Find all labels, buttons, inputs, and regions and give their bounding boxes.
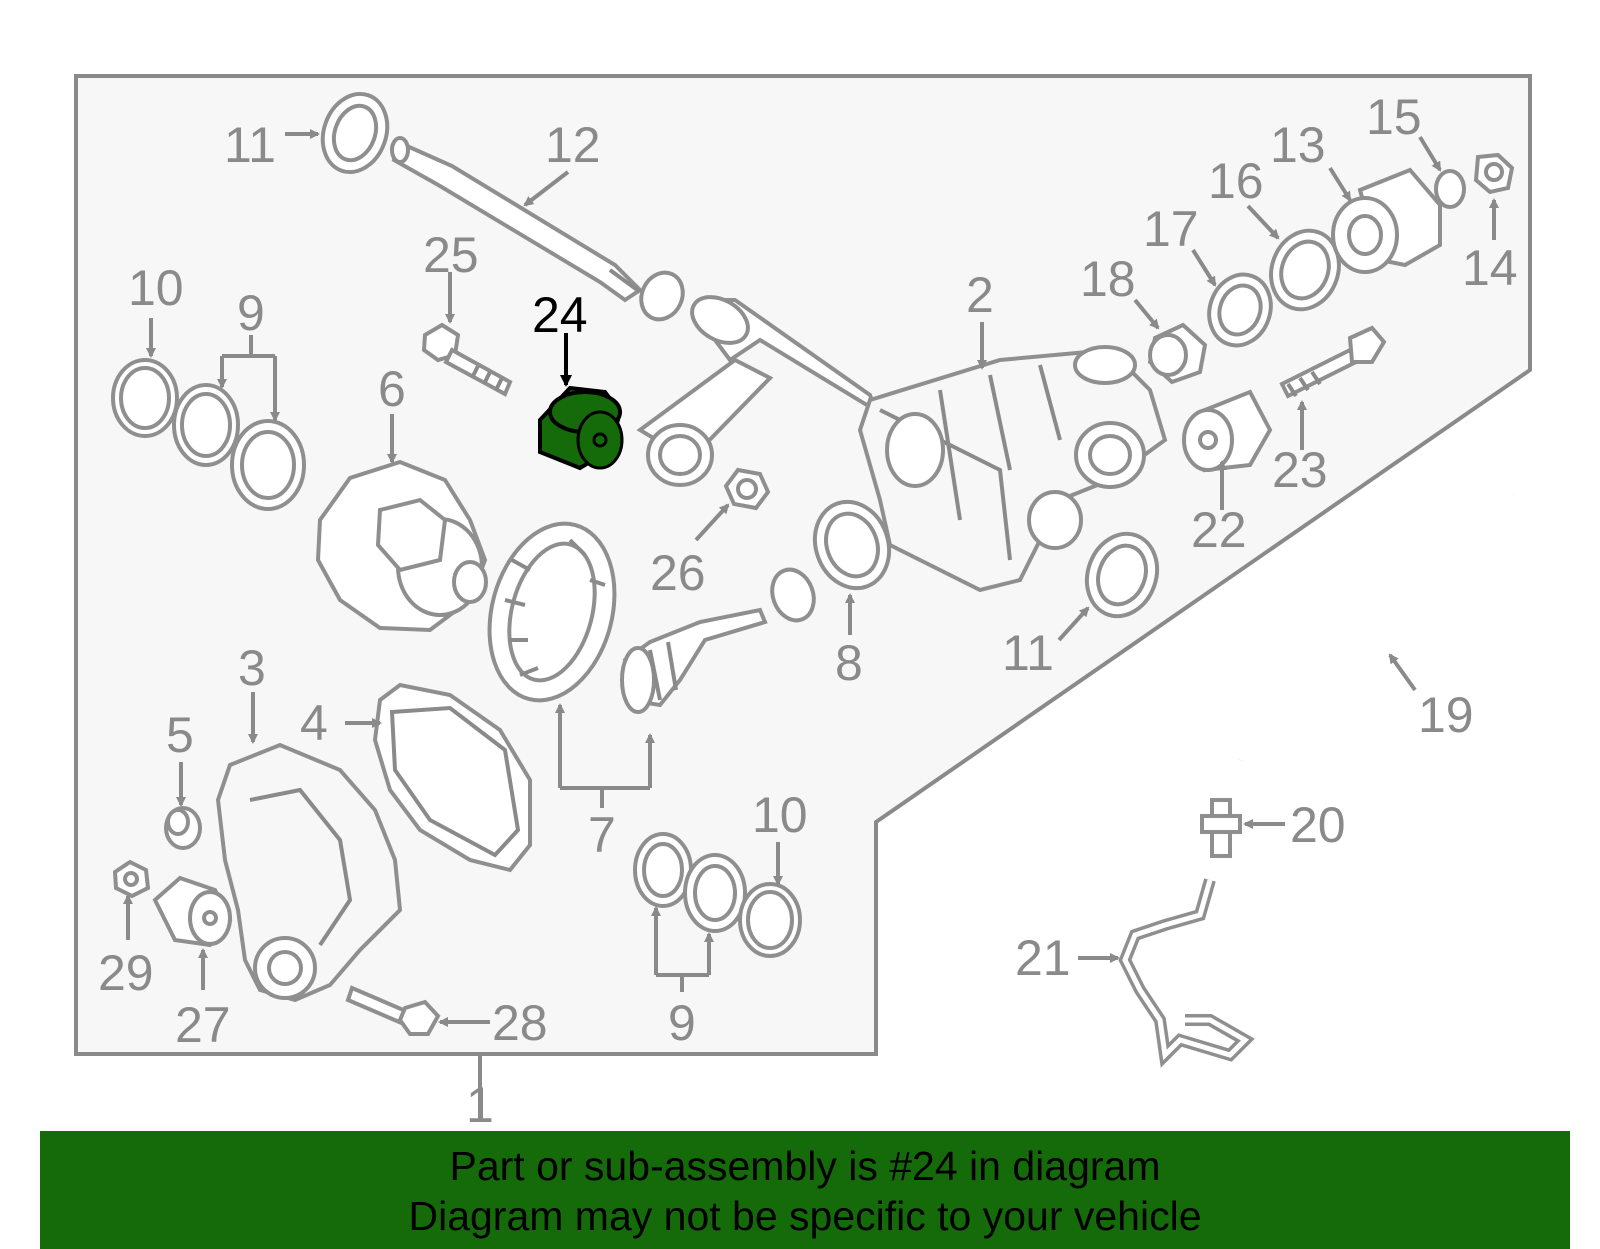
part-9-upper-bearing-outer[interactable] [172, 383, 240, 467]
callout-28[interactable]: 28 [492, 995, 548, 1051]
callout-21[interactable]: 21 [1015, 930, 1071, 986]
part-11-lower-seal[interactable] [1076, 524, 1169, 626]
part-18-bushing[interactable] [1147, 322, 1208, 385]
callout-2[interactable]: 2 [966, 267, 994, 323]
part-25-bolt[interactable] [421, 322, 513, 397]
part-26-nut[interactable] [723, 467, 771, 511]
callout-16[interactable]: 16 [1208, 153, 1264, 209]
part-11-upper-seal[interactable] [312, 85, 398, 181]
part-22-bushing[interactable] [1182, 389, 1273, 473]
callout-13[interactable]: 13 [1270, 117, 1326, 173]
part-9-lower-bearing-inner[interactable] [683, 853, 747, 933]
part-2-differential-housing[interactable] [636, 288, 1168, 593]
callout-labels: 11 12 25 24 10 9 6 2 18 17 16 13 15 14 2… [98, 89, 1518, 1133]
part-28-bolt[interactable] [345, 985, 441, 1036]
banner-line-disclaimer: Diagram may not be specific to your vehi… [408, 1193, 1202, 1239]
callout-17[interactable]: 17 [1143, 201, 1199, 257]
part-9-lower-bearing-outer[interactable] [633, 832, 693, 908]
callout-23[interactable]: 23 [1272, 442, 1328, 498]
callout-9-lower[interactable]: 9 [668, 995, 696, 1051]
part-15-washer[interactable] [1434, 169, 1466, 209]
callout-6[interactable]: 6 [378, 361, 406, 417]
callout-29[interactable]: 29 [98, 945, 154, 1001]
part-13-flange[interactable] [1331, 167, 1442, 274]
part-9-upper-bearing-inner[interactable] [230, 419, 306, 511]
part-10-upper-snap-ring[interactable] [111, 358, 179, 438]
callout-7[interactable]: 7 [588, 807, 616, 863]
part-8-seal[interactable] [803, 491, 901, 598]
callout-15[interactable]: 15 [1366, 89, 1422, 145]
callout-11-lower[interactable]: 11 [1002, 625, 1054, 681]
callout-8[interactable]: 8 [835, 635, 863, 691]
part-6-differential-case[interactable] [315, 459, 488, 633]
callout-4[interactable]: 4 [300, 695, 328, 751]
part-o-ring-shaft[interactable] [634, 266, 691, 326]
part-o-ring-pinion[interactable] [765, 564, 820, 627]
part-10-lower-snap-ring[interactable] [738, 882, 802, 958]
callout-24[interactable]: 24 [532, 287, 588, 343]
callout-10-lower[interactable]: 10 [752, 787, 808, 843]
banner-line-part-number: Part or sub-assembly is #24 in diagram [449, 1143, 1161, 1189]
part-12-axle-shaft[interactable] [390, 136, 644, 303]
callout-9-upper[interactable]: 9 [237, 285, 265, 341]
part-21-vent-tube-inner [1122, 879, 1250, 1061]
leader-lines [123, 129, 1499, 1122]
part-5-plug[interactable] [164, 806, 202, 850]
callout-19[interactable]: 19 [1418, 687, 1474, 743]
part-16-bearing[interactable] [1260, 221, 1349, 319]
callout-27[interactable]: 27 [175, 997, 231, 1053]
callout-18[interactable]: 18 [1080, 251, 1136, 307]
callout-26[interactable]: 26 [650, 545, 706, 601]
part-14-nut[interactable] [1473, 152, 1515, 195]
callout-14[interactable]: 14 [1462, 240, 1518, 296]
callout-20[interactable]: 20 [1290, 797, 1346, 853]
part-29-nut[interactable] [112, 859, 151, 899]
part-24-bushing-highlighted[interactable] [538, 385, 624, 471]
callout-22[interactable]: 22 [1191, 502, 1247, 558]
part-19-vent-hose-inner [1237, 454, 1515, 761]
callout-11-upper[interactable]: 11 [224, 117, 276, 173]
part-7-pinion-gear[interactable] [620, 607, 768, 714]
part-23-bolt[interactable] [1279, 325, 1387, 399]
part-17-bearing-race[interactable] [1199, 266, 1280, 354]
callout-10-upper[interactable]: 10 [128, 260, 184, 316]
part-7-ring-gear[interactable] [471, 510, 633, 715]
callout-12[interactable]: 12 [545, 117, 601, 173]
part-3-carrier-cover[interactable] [215, 742, 403, 1003]
info-banner: Part or sub-assembly is #24 in diagram D… [40, 1131, 1570, 1249]
callout-1[interactable]: 1 [466, 1077, 494, 1133]
callout-25[interactable]: 25 [423, 227, 479, 283]
part-27-bushing[interactable] [152, 875, 233, 948]
callout-3[interactable]: 3 [238, 640, 266, 696]
callout-5[interactable]: 5 [166, 707, 194, 763]
part-20-vent-fitting[interactable] [1200, 798, 1242, 858]
part-4-gasket[interactable] [372, 682, 532, 873]
